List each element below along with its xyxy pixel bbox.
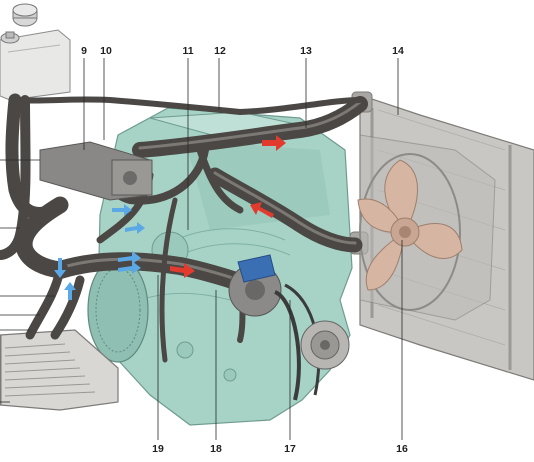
callout-9: 9: [81, 45, 87, 57]
flywheel: [87, 257, 149, 363]
hot-flow-arrows: [170, 135, 286, 278]
level-sensor-icon: [0, 31, 20, 44]
cold-flow-arrow-icon: [64, 282, 76, 300]
cold-flow-arrows: [54, 204, 145, 300]
callout-labels: 9 10 11 12 13 14 19 18 17 16: [81, 45, 408, 455]
cold-flow-arrow-icon: [118, 261, 141, 274]
callout-19: 19: [152, 443, 164, 455]
callout-14: 14: [392, 45, 404, 57]
cold-flow-arrow-icon: [125, 222, 145, 234]
callout-13: 13: [300, 45, 312, 57]
hot-flow-arrow-icon: [170, 263, 195, 278]
hot-flow-arrow-icon: [250, 202, 274, 218]
callout-12: 12: [214, 45, 226, 57]
fan-blades-icon: [357, 159, 463, 291]
cold-flow-arrow-icon: [118, 251, 141, 264]
tank-cap-icon: [12, 3, 38, 27]
thermostat-housing: [39, 141, 153, 201]
callout-17: 17: [284, 443, 296, 455]
cold-flow-arrow-icon: [112, 204, 132, 216]
leader-lines: [0, 58, 403, 440]
expansion-tank: [0, 3, 71, 101]
crank-pulley: [300, 320, 350, 370]
heater-core: [0, 329, 119, 411]
hot-flow-arrow-icon: [262, 135, 286, 151]
callout-18: 18: [210, 443, 222, 455]
callout-11: 11: [182, 45, 193, 57]
callout-16: 16: [396, 443, 408, 455]
water-pump: [228, 254, 282, 317]
callout-10: 10: [100, 45, 112, 57]
cold-flow-arrow-icon: [54, 258, 66, 278]
